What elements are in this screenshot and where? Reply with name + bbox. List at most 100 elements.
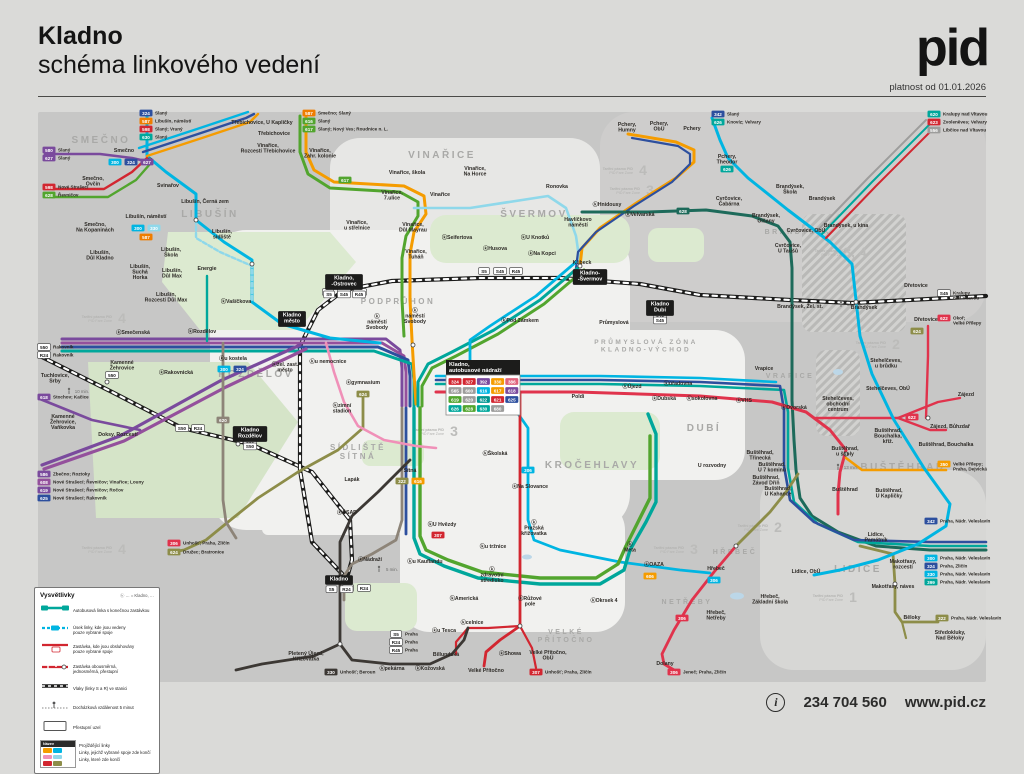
stop-label: Vinařice,7.ulice	[381, 190, 403, 202]
line-badge	[676, 207, 690, 215]
line-badge	[42, 146, 56, 154]
route-line	[298, 114, 420, 338]
fare-zone-caption: PID Fare Zone	[88, 550, 112, 554]
line-badge	[720, 165, 734, 173]
arrow-destination: Slaný; Nový Ves; Roudnice n. L.	[318, 127, 388, 132]
arrow-destination: Unhošť; Praha, Zličín	[545, 670, 592, 675]
stop-label: ⓚNa Slovance	[512, 482, 548, 490]
stop-label: ⓚu Tesca	[432, 626, 456, 634]
fare-zone-number: 1	[849, 589, 857, 605]
arrow-destination: Slaný	[727, 112, 740, 117]
fare-zone-number: 4	[639, 162, 647, 178]
line-badge-text: S5	[393, 632, 399, 637]
arrow-destination: Zbečno; Roztoky	[53, 472, 90, 477]
line-badge-text: 616	[414, 479, 422, 484]
line-badge-text: 306	[524, 468, 532, 473]
transfer-dot	[235, 441, 241, 447]
stop-label: Smečno,Na Kopaninách	[76, 222, 114, 234]
line-badge-text: 306	[670, 670, 678, 675]
line-badge	[937, 289, 951, 297]
legend-item-text: Zastávka, kde jsou obsluhovány pouze vyb…	[73, 644, 135, 655]
line-badge-text: 626	[714, 120, 722, 125]
route-line	[145, 112, 260, 158]
line-badge-text: 300	[111, 160, 119, 165]
stop-label: Svinařov	[157, 183, 179, 189]
line-badge-text: 628	[45, 193, 53, 198]
stop-label: ⓚU Knotků	[521, 233, 549, 241]
line-badge	[37, 351, 51, 359]
stop-label: Brandýsek, Žel. st.	[777, 302, 823, 310]
route-line	[221, 341, 238, 540]
transfer-dot	[577, 263, 583, 269]
transfer-dot	[193, 217, 199, 223]
stop-label: Vinařice,u střelnice	[344, 220, 370, 232]
footer-web[interactable]: www.pid.cz	[904, 694, 986, 711]
title-subtitle: schéma linkového vedení	[38, 51, 321, 79]
fare-zone-number: 4	[118, 310, 126, 326]
stop-label: Libušín,Škola	[161, 247, 181, 259]
pedestrian-icon	[67, 387, 71, 391]
route-line	[858, 544, 940, 624]
route-line	[137, 110, 250, 150]
train-station-label: Kladno--Švermov	[578, 271, 603, 283]
arrow-destination: Praha, Zličín	[940, 564, 968, 569]
arrow-destination: Okoř;Velké Přílepy	[953, 316, 982, 326]
industrial-zone	[816, 350, 860, 436]
route-line	[50, 162, 152, 199]
arrow-destination: Slaný	[155, 111, 168, 116]
arrow-destination: Praha	[405, 632, 418, 637]
arrow-destination: Unhošť; Praha, Zličín	[183, 541, 230, 546]
arrow-destination: Unhošť; Beroun	[340, 670, 376, 675]
line-badge-text: 624	[359, 392, 367, 397]
stop-label: ⓚu nemocnice	[310, 357, 347, 365]
line-badge	[233, 365, 247, 373]
route-line	[234, 642, 342, 672]
arrow-destination: Velké Přílepy;Praha, Dejvická	[953, 462, 987, 472]
district-label: PODPRŮHON	[361, 296, 436, 306]
route-line	[40, 343, 302, 467]
fare-zone-caption: PID Fare Zone	[88, 319, 112, 323]
route-line	[304, 114, 428, 406]
arrow-destination: Libčice nad Vltavou	[943, 128, 986, 133]
legend-item-text: Přestupní uzel	[73, 725, 101, 731]
stop-label: Energie	[197, 266, 216, 272]
stop-label: Libušín, náměstí	[126, 214, 167, 220]
stop-label: ⓚu tržnice	[480, 542, 507, 550]
line-badge-text: R24	[392, 640, 401, 645]
line-badge-text: 322	[398, 479, 406, 484]
line-badge	[352, 290, 366, 299]
stop-label: Velké Přítočno,ObÚ	[529, 650, 567, 662]
stop-label: Buštěhrad,U Kapličky	[875, 488, 903, 500]
line-badge	[37, 393, 51, 401]
route-line	[660, 544, 738, 672]
fare-zone-caption: Tarifní pásmo PID	[654, 546, 685, 550]
line-badge-text: 330	[327, 670, 335, 675]
district-label: LIBUŠÍN	[181, 207, 239, 220]
stop-label: Lapák	[345, 477, 360, 483]
line-badge	[140, 158, 154, 166]
line-badge	[924, 517, 938, 525]
stop-label: Pchery,Theodor	[717, 154, 738, 166]
arrow-destination: Slaný; Vraný	[155, 127, 183, 132]
legend-glyph-huble	[43, 720, 67, 731]
legend-item-text: Zastávka obousměrná, jednosměrná, přestu…	[73, 663, 119, 674]
fare-zone-caption: PID Fare Zone	[744, 528, 768, 532]
line-badge	[910, 327, 924, 335]
route-line	[141, 112, 256, 154]
line-badge	[147, 224, 161, 232]
stop-label: ⓚRozdělov	[188, 327, 216, 335]
stop-label: Pletený Újezd,Křižovatka	[288, 650, 324, 663]
stop-label: Třebichovice, U Kapličky	[231, 120, 293, 126]
map-zone	[162, 232, 356, 330]
legend-glyph-rail	[42, 684, 68, 689]
stop-label: Brandýsek,Olšany	[752, 213, 781, 225]
line-badge	[139, 117, 153, 125]
walk-time-label: 16 min.	[847, 302, 861, 307]
line-badge	[448, 405, 462, 412]
